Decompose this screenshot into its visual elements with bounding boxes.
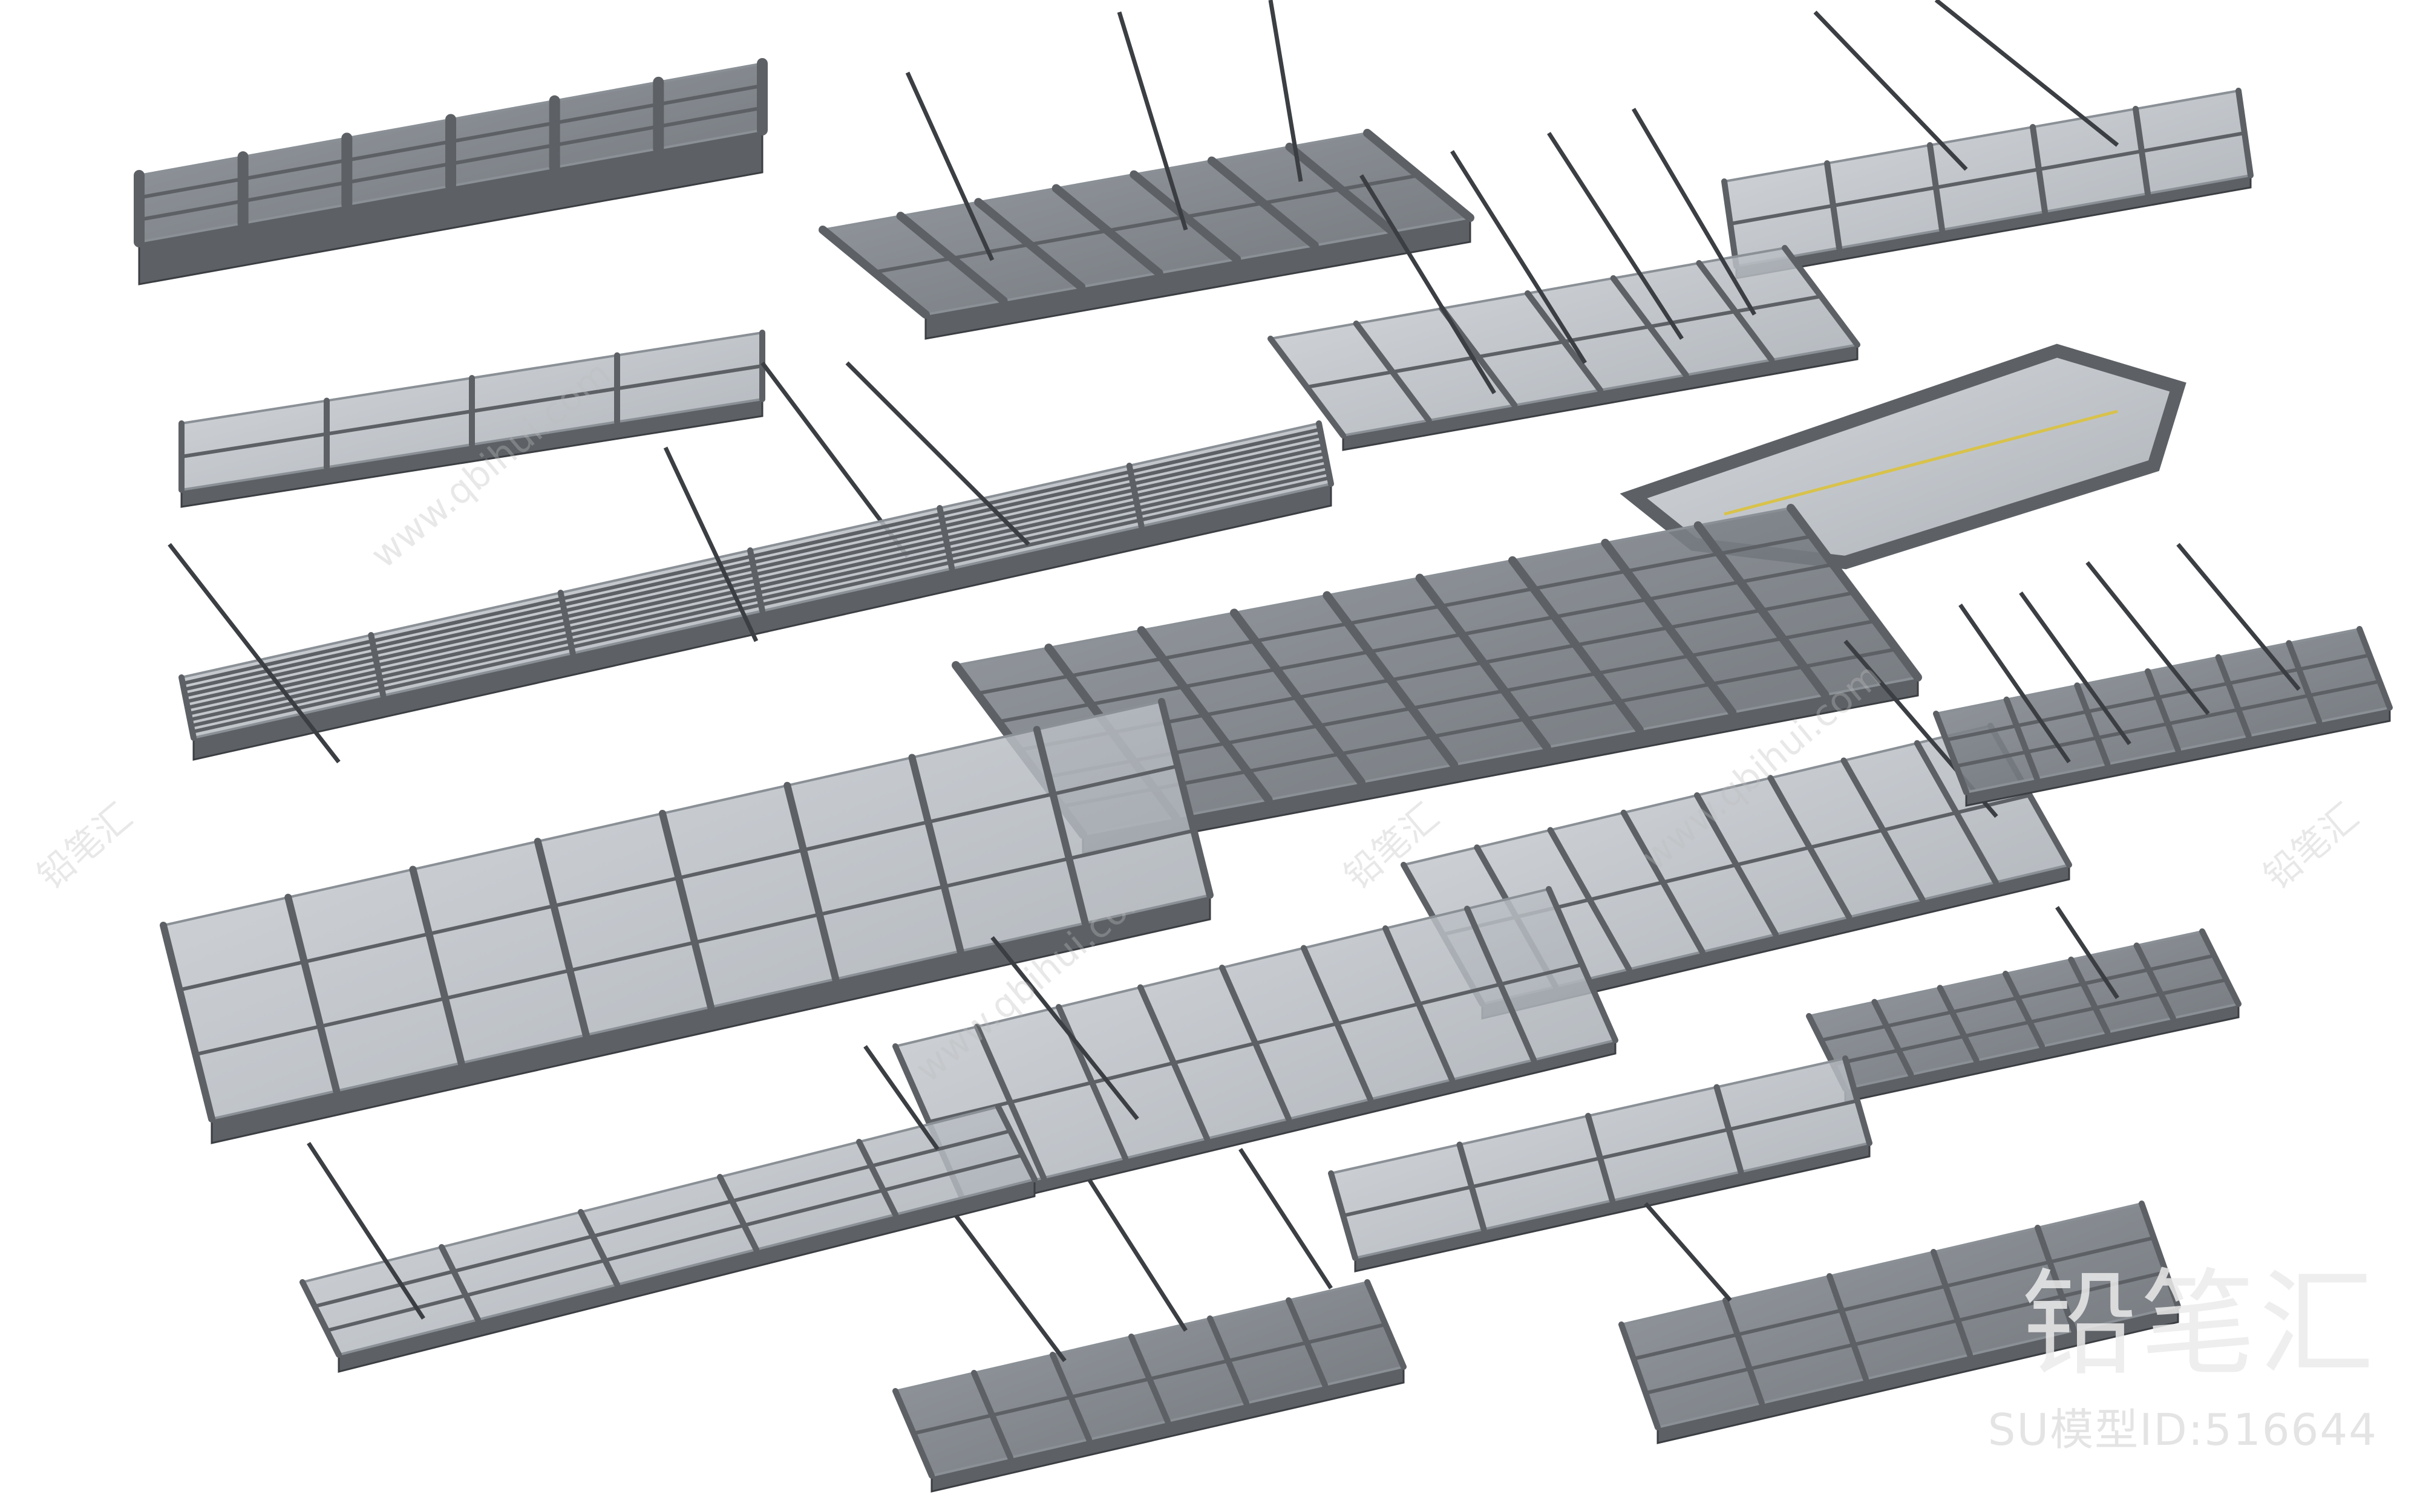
steel-rib [995,1104,1038,1182]
steel-bar [913,1323,1386,1435]
tie-rod [905,71,995,261]
steel-rib [284,893,341,1095]
steel-rib [2074,682,2111,767]
tie-rod [168,543,341,764]
glass-panel [301,1105,1036,1357]
tie-rod [845,361,1030,546]
tie-rod [2176,543,2301,691]
steel-rib [2145,668,2181,753]
steel-rib [659,810,715,1011]
steel-rib [160,922,215,1123]
steel-bar [976,534,1813,696]
steel-rib [2003,696,2040,781]
steel-bar [1633,1236,2154,1361]
model-id-label: SU模型ID:516644 [1987,1404,2378,1455]
tie-rod [2085,561,2210,715]
steel-rib [409,865,465,1067]
steel-rib [578,1209,620,1288]
steel-rib [2286,640,2323,725]
steel-rib [908,754,964,955]
steel-bar [181,364,763,458]
tie-rod [1644,1202,1732,1302]
steel-rib [2003,971,2045,1049]
steel-bar [192,476,1330,734]
steel-rib [2199,928,2242,1007]
tie-rod [990,936,1139,1121]
steel-rib [1158,698,1214,899]
steel-bar [191,470,1329,728]
steel-bar [1730,131,2245,226]
tie-rod [1958,604,2071,763]
steel-bar [874,174,1419,274]
steel-rib [856,1139,898,1217]
tie-rod [954,1214,1067,1363]
steel-bar [1040,619,1876,780]
steel-bar [1946,653,2370,742]
steel-bar [326,1153,1023,1332]
steel-rib [2068,956,2111,1035]
steel-rib [2139,1201,2181,1309]
tie-rod [863,1044,940,1151]
steel-rib [2356,626,2393,711]
tie-rod [1359,174,1496,394]
tie-rod [1238,1148,1333,1289]
tie-rod [1547,132,1684,340]
steel-bar [314,1129,1011,1308]
tie-rod [1813,10,1968,171]
steel-rib [1937,985,1980,1064]
steel-bar [928,963,1583,1124]
steel-bar [189,464,1328,722]
canopy-lighting-strip [1724,409,2118,516]
steel-bar [195,829,1194,1057]
steel-bar [1833,978,2227,1066]
tie-rod [663,446,759,642]
steel-bar [1306,295,1822,389]
steel-bar [183,434,1322,691]
steel-bar [179,764,1179,992]
steel-rib [299,1279,342,1358]
tie-rod [1934,0,2119,147]
steel-bar [139,83,763,200]
steel-rib [1826,1273,1869,1382]
steel-rib [1033,726,1089,927]
tie-rod [1117,11,1188,231]
tie-rod [1268,0,1303,182]
steel-bar [1955,679,2380,768]
steel-bar [185,440,1323,697]
steel-rib [1618,1321,1661,1430]
steel-rib [1871,999,1914,1078]
steel-bar [186,446,1324,703]
steel-rib [1931,1249,1973,1358]
tie-rod [2019,591,2131,746]
steel-bar [1342,1099,1858,1217]
brand-logo: 铅笔汇 [2021,1257,2378,1391]
steel-bar [187,452,1326,709]
steel-bar [139,106,763,222]
steel-rib [1722,1297,1765,1406]
steel-bar [998,562,1834,724]
tie-rod [1450,150,1587,364]
tie-rod [2055,906,2119,999]
steel-bar [188,458,1327,715]
tie-rod [307,1142,425,1320]
steel-bar [1820,954,2215,1042]
steel-bar [1645,1270,2167,1395]
steel-rib [2035,1225,2077,1334]
steel-bar [182,428,1321,685]
steel-rib [439,1244,481,1323]
steel-rib [717,1174,759,1253]
steel-rib [2133,942,2176,1022]
steel-rib [534,838,590,1039]
tie-rod [1087,1178,1188,1332]
steel-rib [1933,711,1969,795]
tie-rod [1631,108,1757,316]
steel-bar [1061,647,1897,809]
steel-rib [2215,654,2252,739]
steel-rib [783,781,840,983]
